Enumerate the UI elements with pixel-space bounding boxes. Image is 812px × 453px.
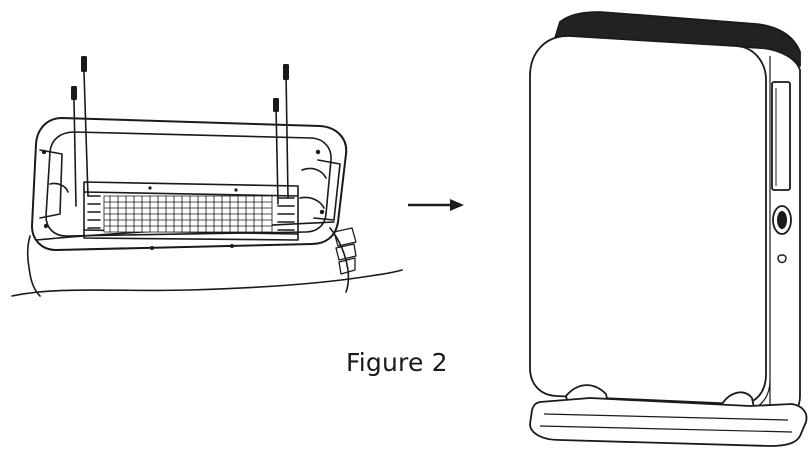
- heater-front-panel: [529, 35, 767, 405]
- screw-heads: [71, 56, 289, 112]
- base-frame-outer: [31, 117, 348, 251]
- heater-body-outline: [26, 227, 350, 297]
- assembled-heater-drawing: [529, 11, 808, 447]
- screws: [73, 71, 289, 207]
- right-mount-block: [313, 159, 341, 221]
- base-installation-drawing: [11, 56, 403, 297]
- side-vents: [333, 227, 357, 275]
- frame-screw-holes: [41, 149, 325, 250]
- grille-mesh: [103, 195, 273, 233]
- floor-line: [11, 269, 403, 297]
- figure-caption: Figure 2: [346, 348, 448, 377]
- heater-base-plate: [529, 397, 808, 447]
- side-vent: [771, 81, 791, 191]
- arrow-right: [408, 199, 464, 211]
- grille-housing: [83, 181, 299, 241]
- left-mount-block: [39, 149, 63, 219]
- base-frame-inner: [45, 131, 332, 237]
- power-button: [777, 254, 787, 264]
